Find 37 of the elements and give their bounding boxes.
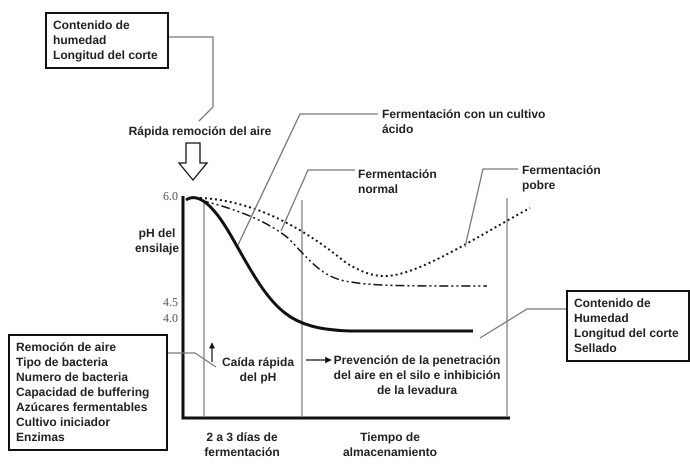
note-box <box>45 12 169 69</box>
phase-label: 2 a 3 días de fermentación <box>203 430 281 460</box>
note-text: Enzimas <box>16 430 66 445</box>
note-text: Capacidad de buffering <box>16 385 150 400</box>
axis-title: pH del ensilaje <box>134 226 180 256</box>
annotation-text: Caída rápida del pH <box>214 355 302 385</box>
note-text: Cultivo iniciador <box>16 415 112 430</box>
axis-tick-label: 4.0 <box>162 311 178 326</box>
leader-line <box>237 113 378 246</box>
leader-line <box>464 168 518 248</box>
leader-line <box>168 36 214 122</box>
leader-line <box>480 308 566 339</box>
note-text: Azúcares fermentables <box>16 400 148 415</box>
phase-label: Tiempo de almacenamiento <box>342 430 438 460</box>
note-text: Contenido de Humedad <box>574 296 652 326</box>
arrow <box>306 356 332 364</box>
note-text: Longitud del corte <box>53 48 159 63</box>
annotation-text: Prevención de la penetración del aire en el silo e inhibición de la levadura <box>332 353 502 398</box>
block-arrow <box>178 142 208 182</box>
leader-line <box>280 169 355 232</box>
note-box <box>8 334 168 451</box>
note-box <box>566 290 690 362</box>
annotation-text: Fermentación normal <box>358 167 458 197</box>
note-text: Longitud del corte <box>574 326 680 341</box>
annotation-text: Rápida remoción del aire <box>120 124 280 139</box>
note-text: Numero de bacteria <box>16 370 130 385</box>
note-text: Tipo de bacteria <box>16 355 109 370</box>
ph-curve <box>185 196 473 332</box>
note-text: Sellado <box>574 341 618 356</box>
annotation-text: Fermentación con un cultivo ácido <box>382 107 562 137</box>
axis-tick-label: 4.5 <box>162 295 178 310</box>
note-text: Remoción de aire <box>16 340 118 355</box>
ph-curve <box>200 197 530 278</box>
axis-tick-label: 6.0 <box>162 189 178 204</box>
leader-line <box>168 352 216 368</box>
note-text: Contenido de humedad <box>53 18 131 48</box>
annotation-text: Fermentación pobre <box>522 163 622 193</box>
